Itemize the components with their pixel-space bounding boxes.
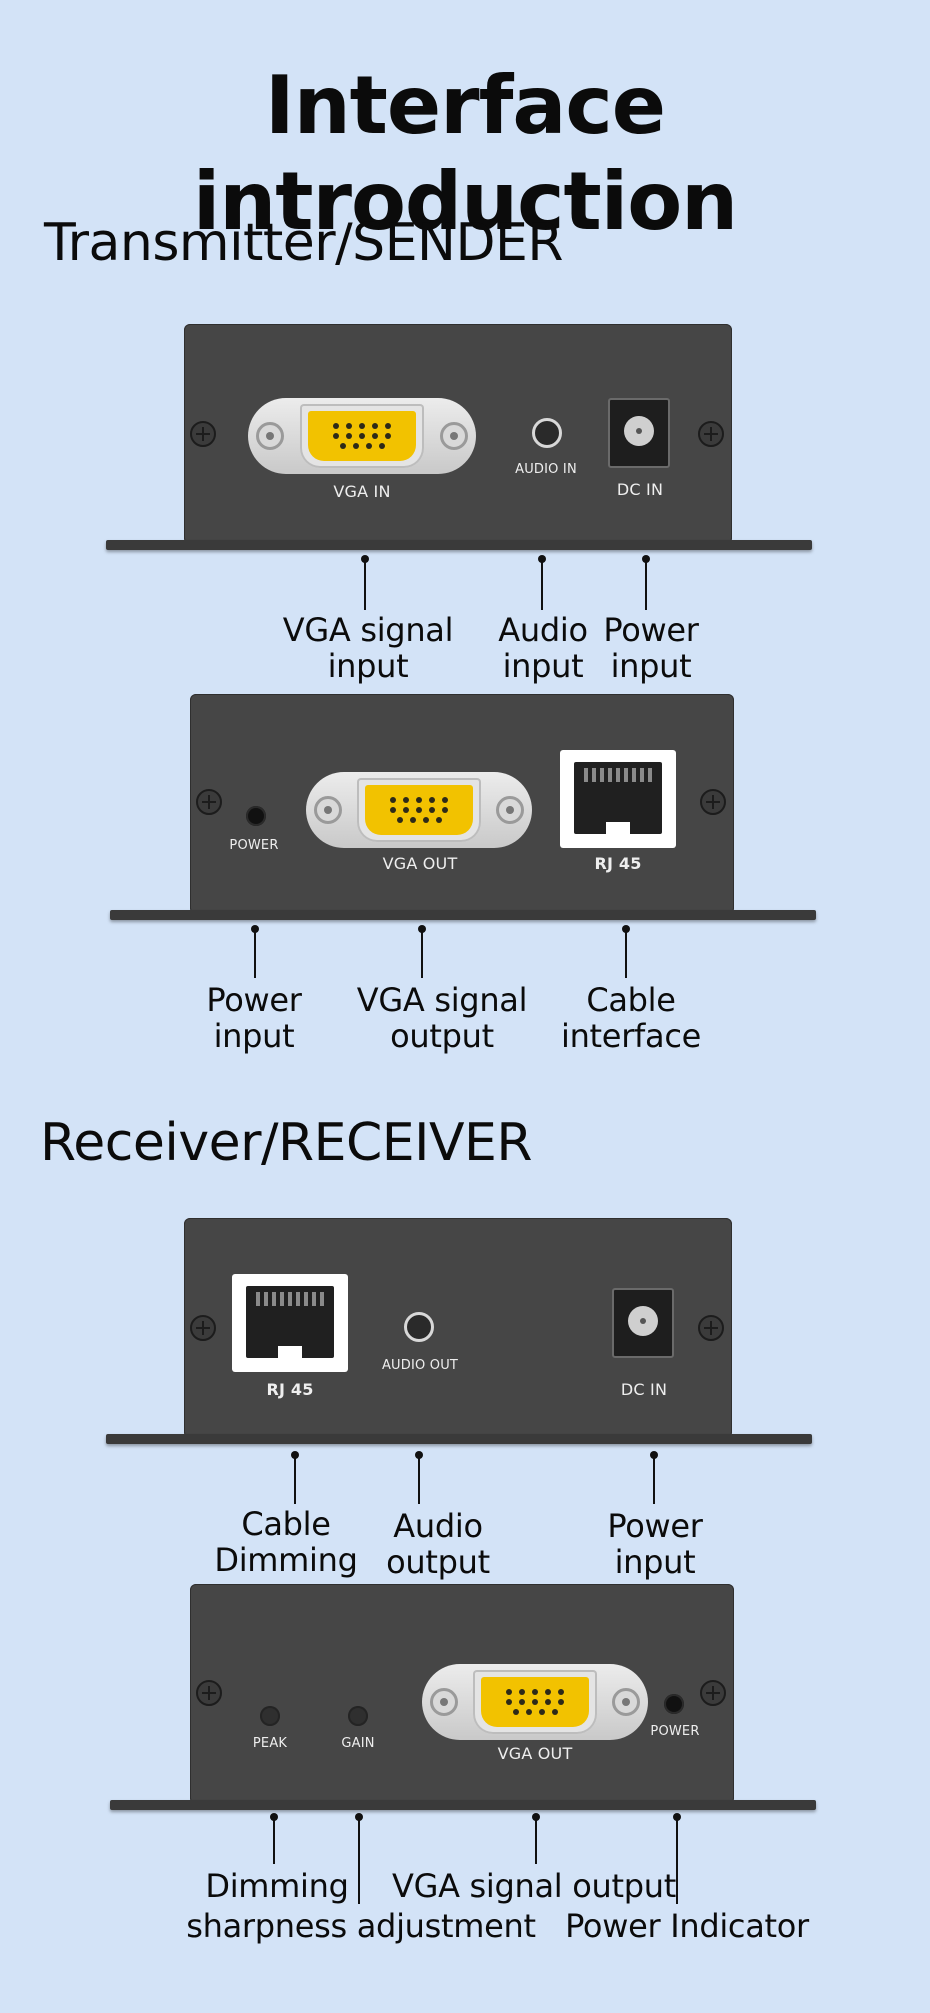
- vga-out-port: [422, 1664, 648, 1740]
- pointer-line: [418, 925, 426, 978]
- vga-out-label: VGA OUT: [382, 854, 458, 873]
- pointer-line: [355, 1813, 363, 1904]
- vga-out-port: [306, 772, 532, 848]
- pointer-line: [270, 1813, 278, 1864]
- vga-in-port: [248, 398, 476, 474]
- audio-out-label: AUDIO OUT: [381, 1358, 459, 1373]
- caption-dimming: Dimming: [205, 1867, 349, 1905]
- pointer-line: [291, 1451, 299, 1504]
- power-indicator-led-icon: [664, 1694, 684, 1714]
- dc-in-label: DC IN: [620, 1380, 668, 1399]
- rj45-port: [232, 1274, 348, 1372]
- screw-icon: [698, 1315, 724, 1341]
- pointer-line: [361, 555, 369, 610]
- screw-icon: [190, 1315, 216, 1341]
- section-transmitter-heading: Transmitter/SENDER: [44, 213, 563, 273]
- caption-vga-signal-output: VGA signal output: [391, 1867, 677, 1905]
- pointer-line: [532, 1813, 540, 1864]
- peak-knob-icon: [260, 1706, 280, 1726]
- tx-front-base: [106, 540, 812, 550]
- page-title: Interface introduction: [192, 59, 738, 248]
- vga-in-label: VGA IN: [333, 482, 391, 501]
- power-label: POWER: [229, 838, 279, 853]
- rx-back-base: [110, 1800, 816, 1810]
- gain-knob-icon: [348, 1706, 368, 1726]
- tx-back-base: [110, 910, 816, 920]
- power-led-icon: [246, 806, 266, 826]
- power-label: POWER: [650, 1724, 700, 1739]
- rj45-label: RJ 45: [266, 1380, 314, 1399]
- screw-icon: [196, 1680, 222, 1706]
- screw-icon: [698, 421, 724, 447]
- pointer-line: [622, 925, 630, 978]
- gain-label: GAIN: [341, 1736, 375, 1751]
- screw-icon: [700, 1680, 726, 1706]
- pointer-line: [650, 1451, 658, 1504]
- screw-icon: [190, 421, 216, 447]
- pointer-line: [415, 1451, 423, 1504]
- dc-in-port: [612, 1288, 674, 1358]
- section-receiver-heading: Receiver/RECEIVER: [40, 1113, 533, 1173]
- screw-icon: [196, 789, 222, 815]
- peak-label: PEAK: [252, 1736, 288, 1751]
- vga-out-label: VGA OUT: [497, 1744, 573, 1763]
- dc-in-port: [608, 398, 670, 468]
- dc-in-label: DC IN: [616, 480, 664, 499]
- audio-in-jack: [532, 418, 562, 448]
- caption-power-indicator: Power Indicator: [565, 1907, 809, 1945]
- caption-sharpness-adjustment: sharpness adjustment: [186, 1907, 536, 1945]
- pointer-line: [538, 555, 546, 610]
- audio-in-label: AUDIO IN: [515, 462, 577, 477]
- pointer-line: [251, 925, 259, 978]
- pointer-line: [642, 555, 650, 610]
- rj45-port: [560, 750, 676, 848]
- audio-out-jack: [404, 1312, 434, 1342]
- rx-front-base: [106, 1434, 812, 1444]
- screw-icon: [700, 789, 726, 815]
- pointer-line: [673, 1813, 681, 1904]
- rj45-label: RJ 45: [594, 854, 642, 873]
